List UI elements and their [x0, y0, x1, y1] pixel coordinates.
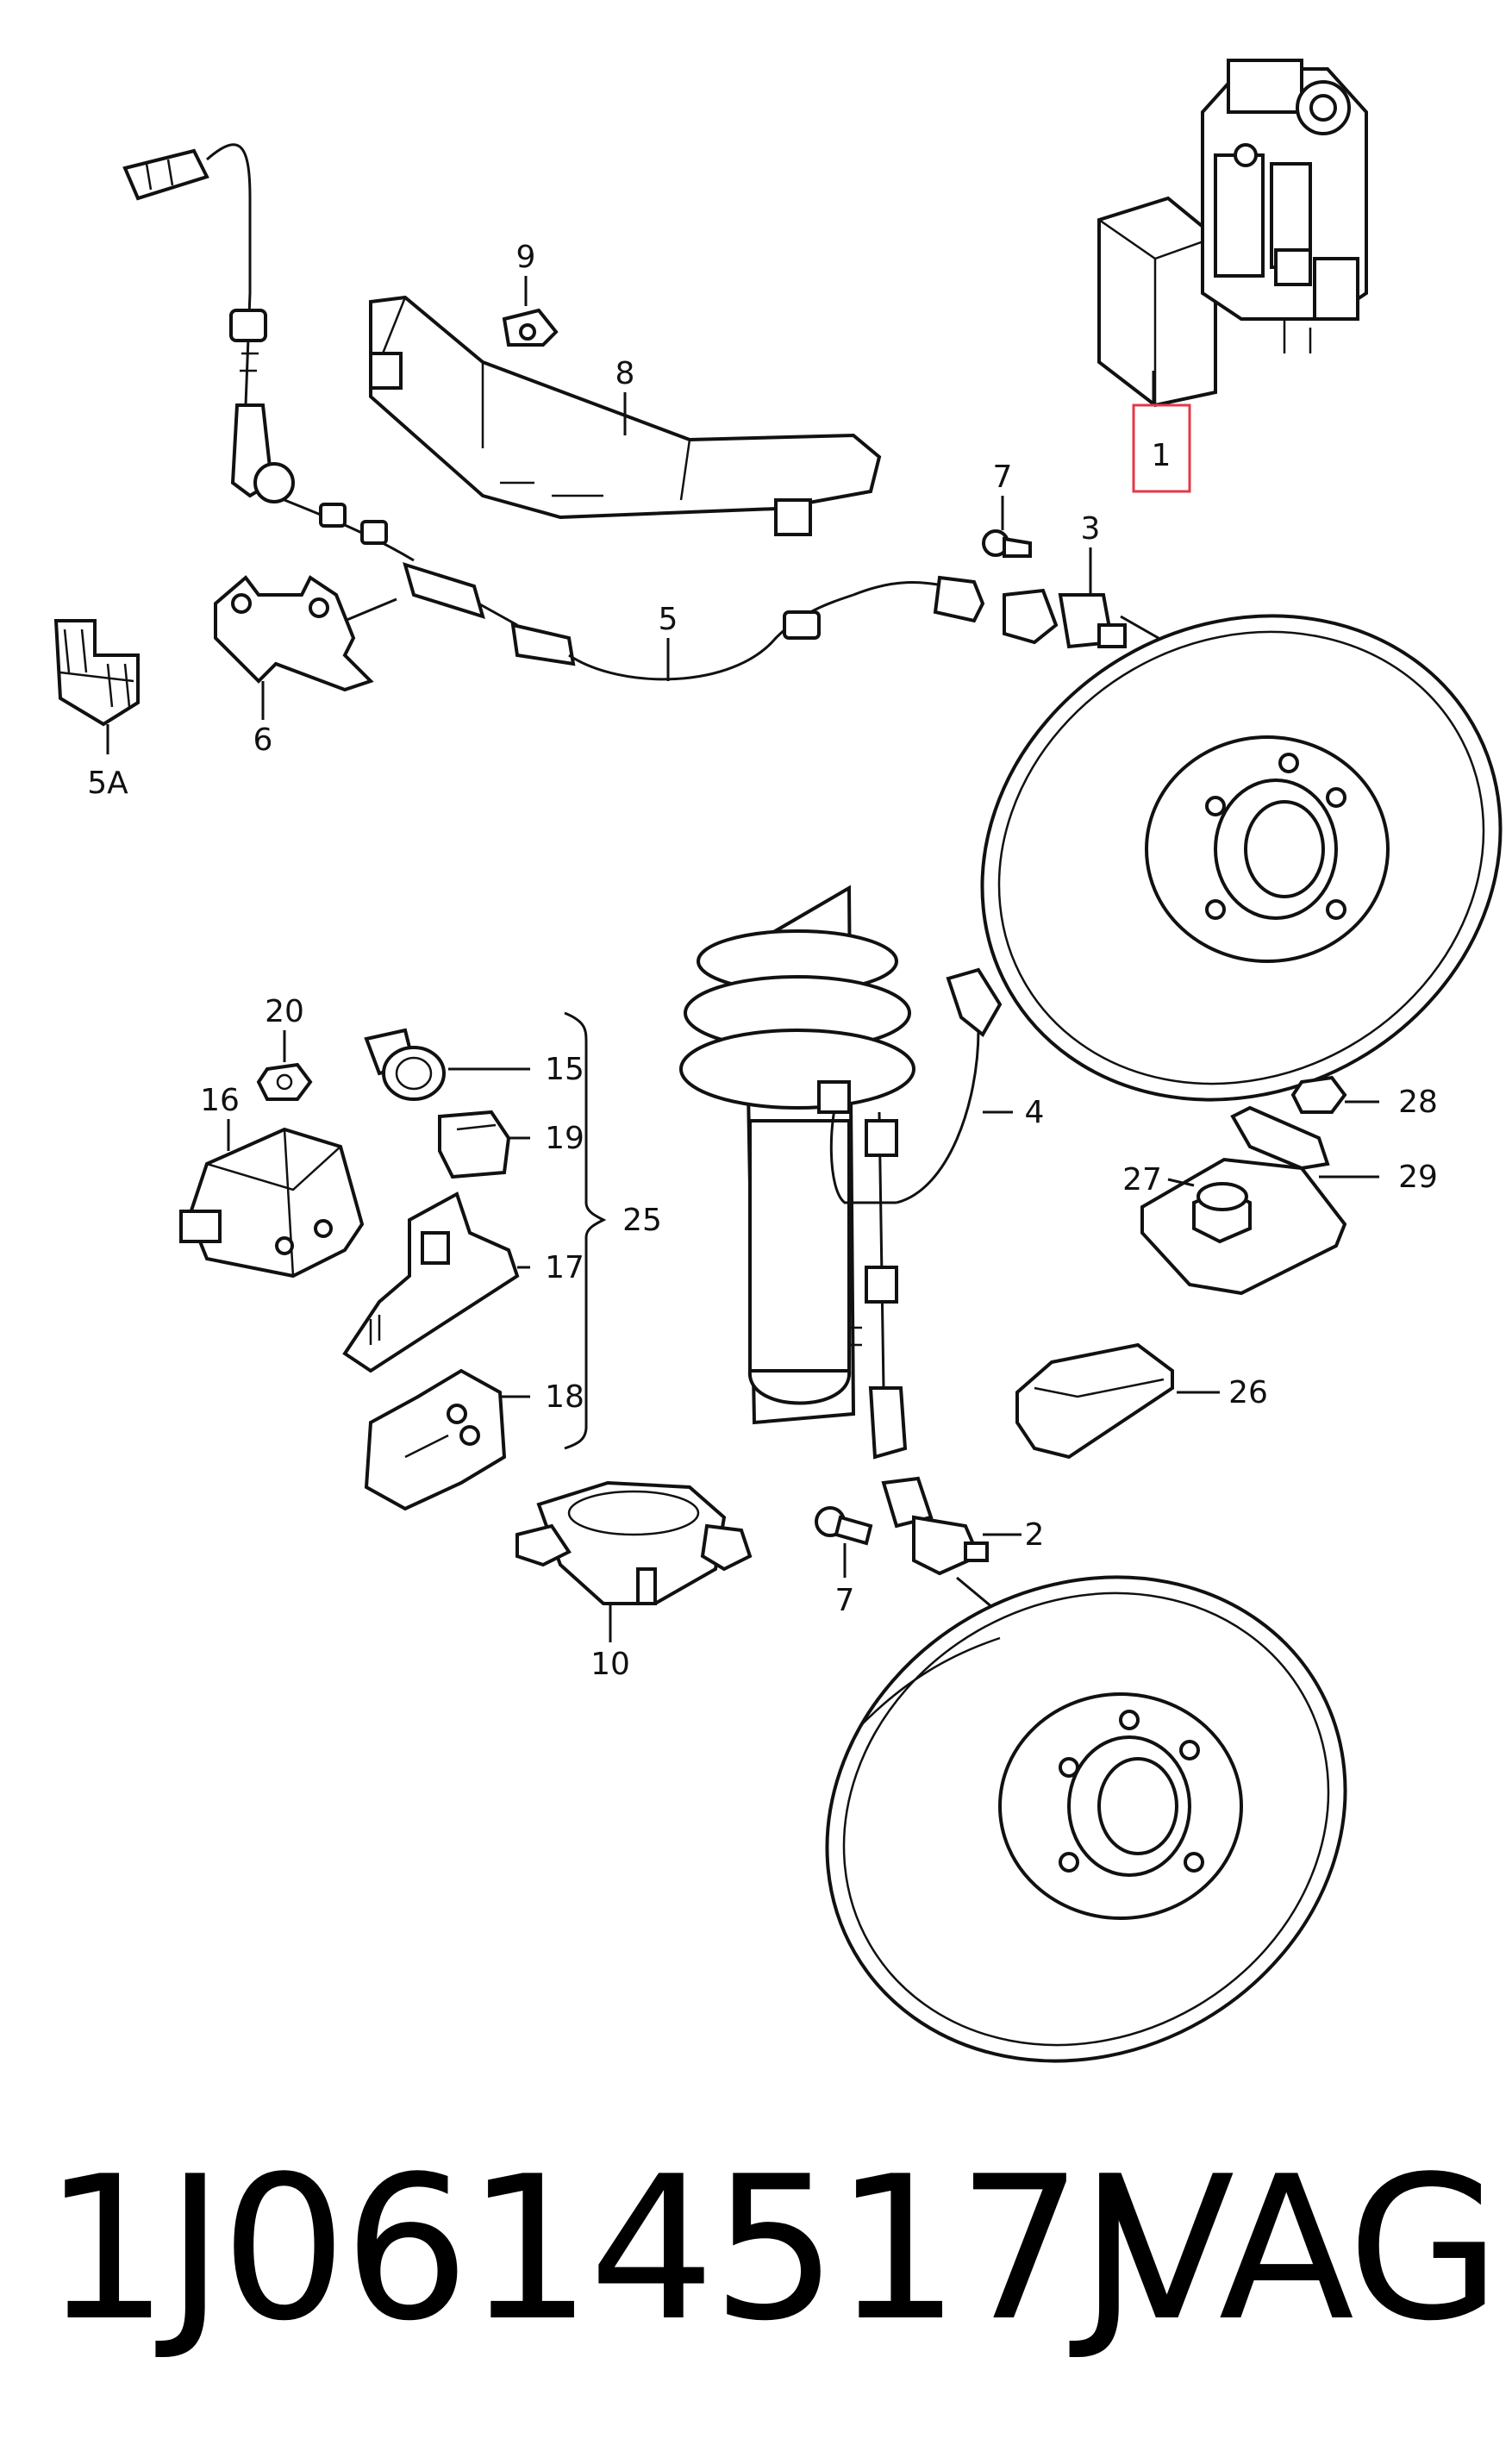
- callout-5: 5: [659, 602, 678, 637]
- abs-control-unit[interactable]: [1097, 59, 1368, 408]
- callout-19: 19: [545, 1121, 584, 1156]
- callout-5a: 5A: [87, 766, 128, 801]
- group-brace: [564, 1011, 607, 1450]
- highlight-box-part-1[interactable]: [1132, 403, 1191, 493]
- callout-7a: 7: [993, 460, 1013, 495]
- speed-sensor-upper[interactable]: [933, 575, 1127, 649]
- strut-clamp[interactable]: [515, 1480, 753, 1605]
- nut-28[interactable]: [1290, 1075, 1347, 1114]
- callout-16: 16: [200, 1083, 240, 1118]
- callout-17: 17: [545, 1250, 584, 1285]
- callout-7b: 7: [835, 1583, 855, 1618]
- callout-26: 26: [1228, 1375, 1268, 1410]
- brake-disc-lower[interactable]: [739, 1484, 1434, 2069]
- callout-4: 4: [1025, 1095, 1045, 1130]
- callout-27: 27: [1122, 1162, 1162, 1197]
- bolt-lower[interactable]: [815, 1506, 873, 1546]
- mounting-plate[interactable]: [342, 1191, 520, 1373]
- callout-28: 28: [1398, 1085, 1438, 1120]
- cable-bracket[interactable]: [214, 575, 374, 692]
- connector-clip[interactable]: [53, 619, 140, 727]
- grommet[interactable]: [364, 1028, 446, 1101]
- bolt-upper[interactable]: [982, 529, 1032, 558]
- front-sensor-cable[interactable]: [817, 967, 1003, 1460]
- sensor-housing[interactable]: [364, 1368, 507, 1511]
- callout-15: 15: [545, 1052, 584, 1087]
- parts-diagram: 1 6 5A 5: [53, 59, 1512, 2069]
- crossmember[interactable]: [369, 295, 882, 536]
- callout-6: 6: [253, 722, 273, 758]
- callout-18: 18: [545, 1379, 584, 1415]
- bracket-clip[interactable]: [438, 1110, 511, 1179]
- callout-2: 2: [1025, 1517, 1045, 1553]
- callout-25: 25: [622, 1203, 662, 1238]
- strut-spring: [679, 885, 915, 1425]
- footer: 1J0614517J VAG: [0, 2121, 1512, 2379]
- brake-disc-upper[interactable]: [894, 522, 1512, 1193]
- yaw-rate-sensor[interactable]: [1140, 1105, 1347, 1296]
- brand-name: VAG: [1099, 2135, 1501, 2365]
- part-number: 1J0614517J: [43, 2135, 1138, 2365]
- speed-sensor-lower[interactable]: [881, 1476, 989, 1576]
- callout-3: 3: [1081, 511, 1101, 547]
- nut[interactable]: [256, 1062, 313, 1101]
- acceleration-sensor[interactable]: [179, 1127, 365, 1279]
- cover[interactable]: [1015, 1342, 1174, 1460]
- callout-1: 1: [1152, 438, 1171, 473]
- callout-9: 9: [516, 240, 536, 275]
- clip[interactable]: [502, 308, 559, 347]
- callout-8: 8: [615, 356, 635, 391]
- callout-10: 10: [590, 1647, 630, 1682]
- callout-29: 29: [1398, 1160, 1438, 1195]
- rear-sensor-cable: [122, 143, 949, 681]
- callout-20: 20: [265, 994, 304, 1029]
